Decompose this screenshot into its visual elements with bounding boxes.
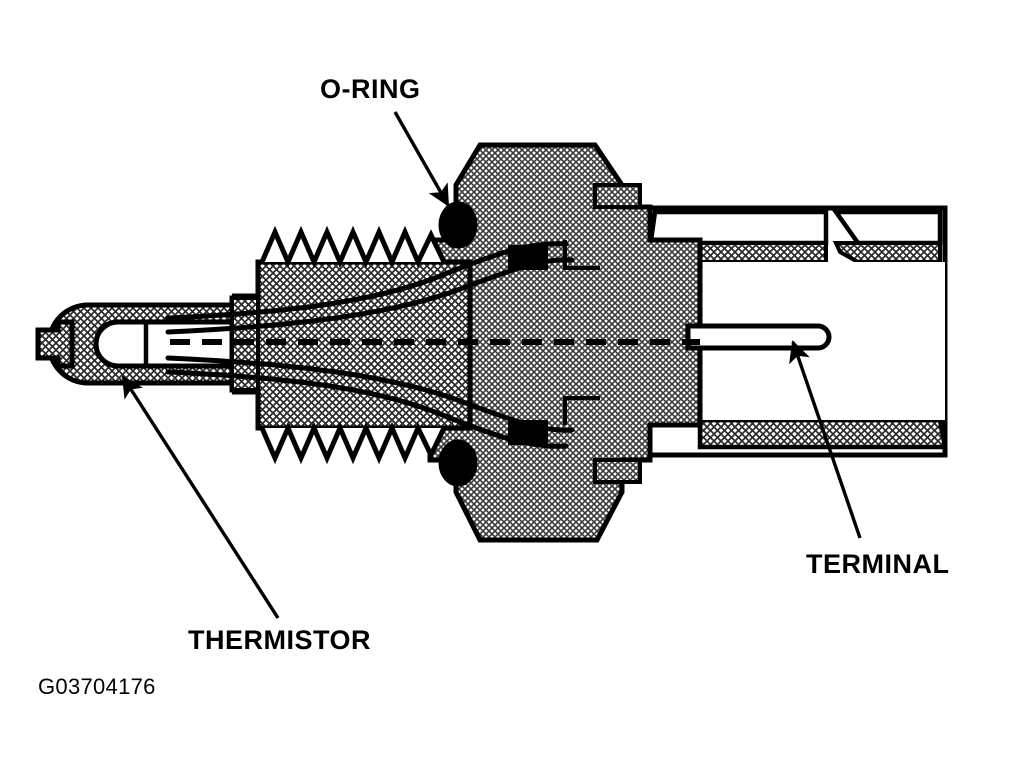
callout-label-o-ring: O-RING [320, 74, 421, 104]
seal-block-upper [508, 245, 548, 270]
leader-o-ring [393, 111, 450, 207]
figure-id-label: G03704176 [38, 674, 156, 699]
thermistor-probe [35, 296, 260, 392]
leader-thermistor [121, 375, 280, 619]
callout-label-terminal: TERMINAL [806, 549, 949, 579]
terminal-blade [685, 323, 832, 351]
o-ring-lower [438, 439, 478, 487]
o-ring-upper [438, 201, 478, 249]
seal-block-lower [508, 420, 548, 445]
callout-leaders [121, 111, 862, 619]
callout-label-thermistor: THERMISTOR [188, 625, 371, 655]
leader-terminal [789, 340, 862, 539]
